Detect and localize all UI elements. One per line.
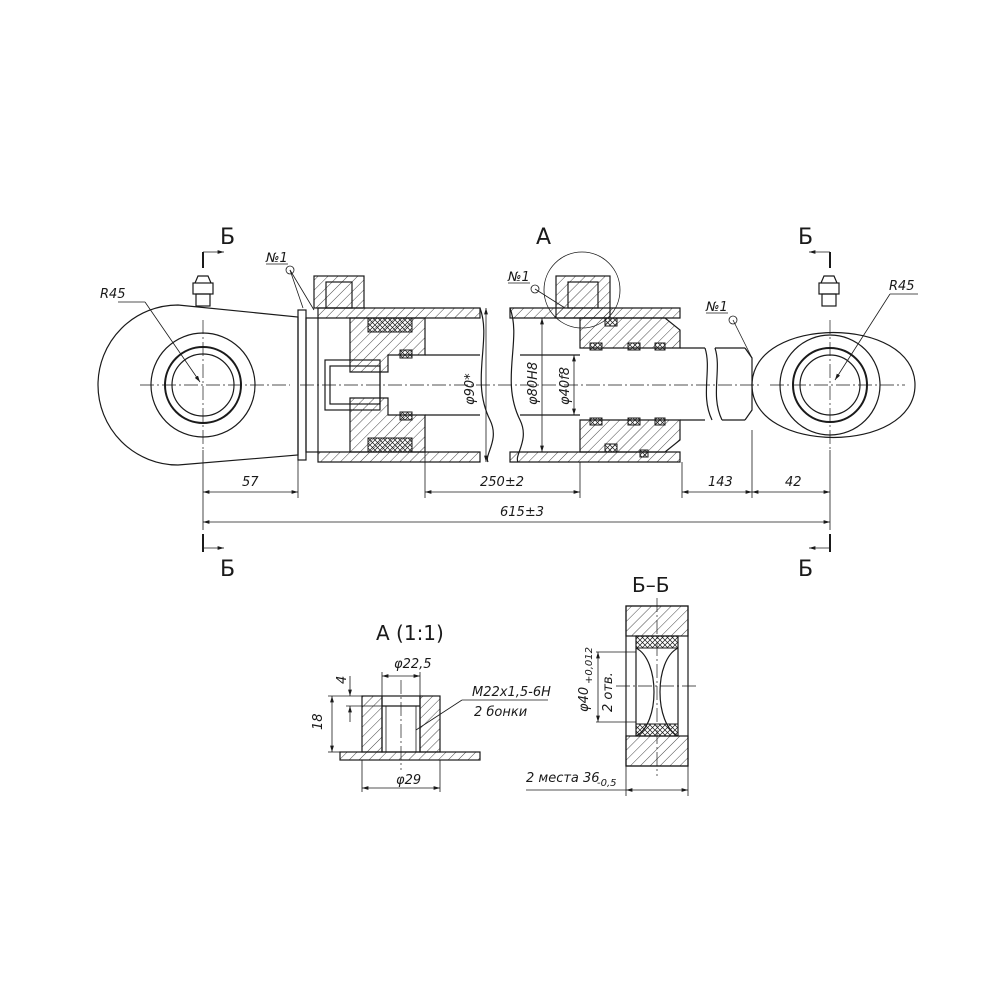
section-mark-b-bottom-right: Б — [798, 557, 813, 582]
section-mark-b-bottom-left: Б — [220, 557, 235, 582]
dim-stroke: 250±2 — [480, 475, 524, 490]
section-bb-width-note: 2 места 36 — [526, 771, 600, 786]
section-bb-title: Б–Б — [632, 573, 669, 597]
section-bb-bore-tol: +0,012 — [584, 647, 595, 684]
radius-left: R45 — [100, 287, 126, 302]
detail-a-height: 18 — [311, 713, 326, 730]
detail-a-title: А (1:1) — [376, 621, 444, 645]
diameter-bore: φ80H8 — [526, 362, 541, 405]
weld-callout-right: №1 — [705, 300, 728, 315]
detail-a-depth: 4 — [335, 676, 350, 684]
left-eye — [97, 275, 319, 466]
detail-a-thread: M22x1,5-6H — [472, 685, 551, 700]
section-mark-a: А — [536, 225, 551, 250]
diameter-outer: φ90* — [463, 373, 478, 405]
dim-left-eye: 57 — [242, 475, 259, 490]
detail-a: А (1:1) φ22,5 φ29 4 18 M22x1,5-6H 2 бонк… — [311, 621, 551, 792]
right-eye — [751, 275, 916, 450]
weld-callout-left: №1 — [265, 251, 288, 266]
dim-rod-ext: 143 — [708, 475, 733, 490]
detail-a-qty: 2 бонки — [474, 705, 527, 720]
dim-right-eye: 42 — [785, 475, 802, 490]
section-mark-b-top-left: Б — [220, 225, 235, 250]
section-bb-holes: 2 отв. — [601, 672, 616, 712]
cylinder-barrel — [313, 251, 681, 463]
leaders — [118, 263, 918, 383]
dim-overall: 615±3 — [500, 505, 544, 520]
gland — [579, 317, 681, 458]
linear-dimensions — [202, 430, 831, 530]
section-mark-b-top-right: Б — [798, 225, 813, 250]
section-bb-bore: φ40 — [577, 687, 592, 712]
detail-a-outer-diameter: φ29 — [396, 773, 421, 788]
section-cuts — [202, 250, 831, 552]
weld-callout-mid: №1 — [507, 270, 530, 285]
radius-right: R45 — [889, 279, 915, 294]
section-bb: Б–Б φ40 +0,012 2 отв. 2 места 36 -0,5 — [526, 573, 698, 796]
detail-a-inner-diameter: φ22,5 — [394, 657, 432, 672]
diameter-dimensions — [484, 308, 576, 462]
diameter-rod: φ40f8 — [558, 367, 573, 405]
main-view: Б Б Б Б А №1 №1 №1 R45 R45 φ90* φ80H8 φ4… — [97, 225, 918, 582]
section-bb-width-tol: -0,5 — [597, 778, 617, 789]
